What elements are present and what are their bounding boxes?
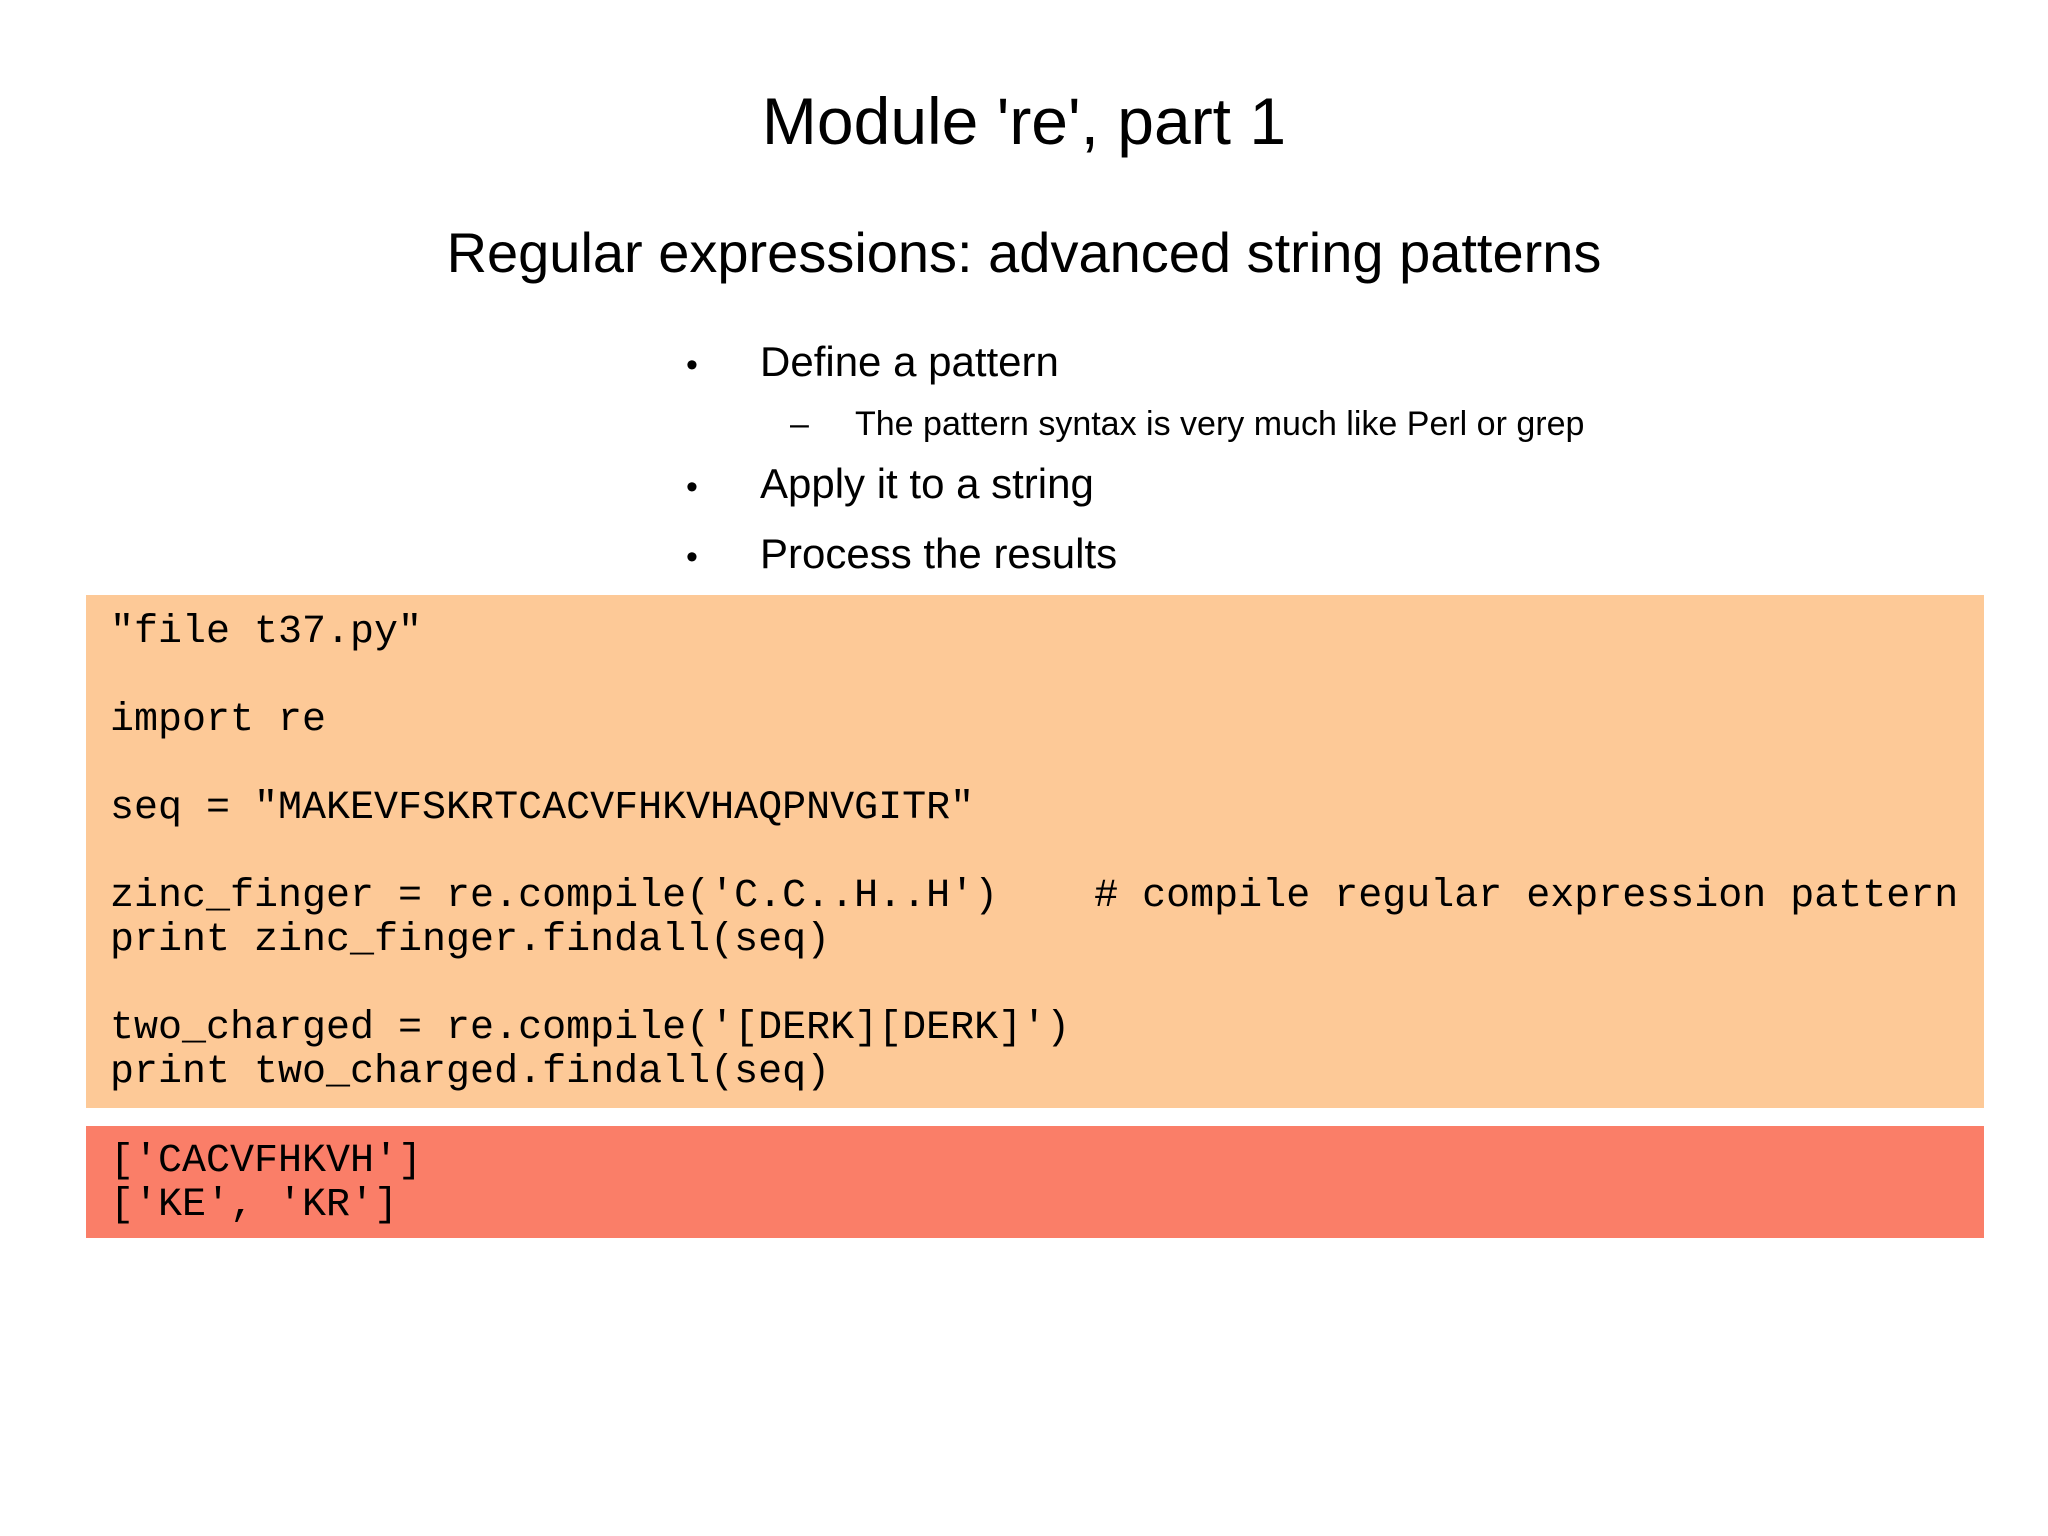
bullet-list: • Define a pattern – The pattern syntax …: [686, 334, 1786, 593]
bullet-item: • Process the results: [686, 526, 1786, 585]
bullet-marker: –: [790, 405, 809, 443]
bullet-marker: •: [686, 468, 698, 506]
bullet-text: Define a pattern: [760, 338, 1059, 385]
code-block: "file t37.py" import re seq = "MAKEVFSKR…: [86, 595, 1984, 1108]
bullet-text: Process the results: [760, 530, 1118, 577]
bullet-item: • Define a pattern: [686, 334, 1786, 393]
slide-title: Module 're', part 1: [761, 84, 1287, 158]
slide-subtitle: Regular expressions: advanced string pat…: [446, 221, 1602, 284]
bullet-item: • Apply it to a string: [686, 456, 1786, 515]
bullet-marker: •: [686, 538, 698, 576]
bullet-text: Apply it to a string: [760, 460, 1094, 507]
bullet-marker: •: [686, 346, 698, 384]
bullet-text: The pattern syntax is very much like Per…: [855, 405, 1585, 443]
bullet-subitem: – The pattern syntax is very much like P…: [790, 401, 1786, 447]
output-block: ['CACVFHKVH'] ['KE', 'KR']: [86, 1126, 1984, 1238]
